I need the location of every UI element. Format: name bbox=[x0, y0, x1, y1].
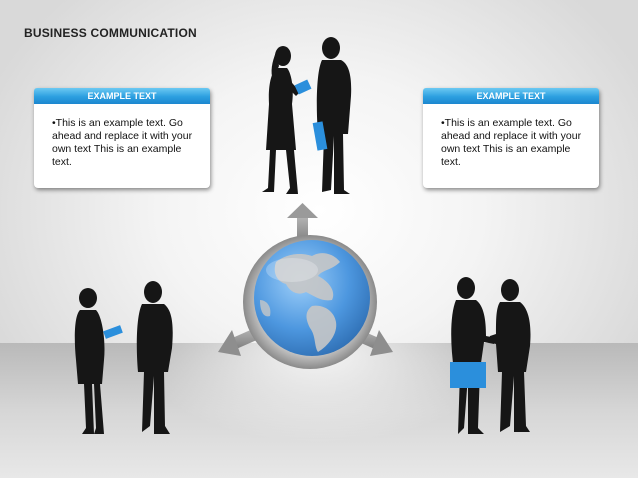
page-title: BUSINESS COMMUNICATION bbox=[24, 26, 197, 40]
text-box-left: EXAMPLE TEXT •This is an example text. G… bbox=[34, 88, 210, 188]
text-box-heading: EXAMPLE TEXT bbox=[423, 88, 599, 104]
people-silhouette-right bbox=[450, 277, 531, 434]
globe-icon bbox=[243, 235, 377, 369]
text-box-right: EXAMPLE TEXT •This is an example text. G… bbox=[423, 88, 599, 188]
text-box-heading: EXAMPLE TEXT bbox=[34, 88, 210, 104]
people-silhouette-top bbox=[262, 37, 352, 194]
text-box-body: •This is an example text. Go ahead and r… bbox=[52, 117, 193, 168]
text-box-body: •This is an example text. Go ahead and r… bbox=[441, 117, 582, 168]
people-silhouette-left bbox=[74, 281, 173, 434]
